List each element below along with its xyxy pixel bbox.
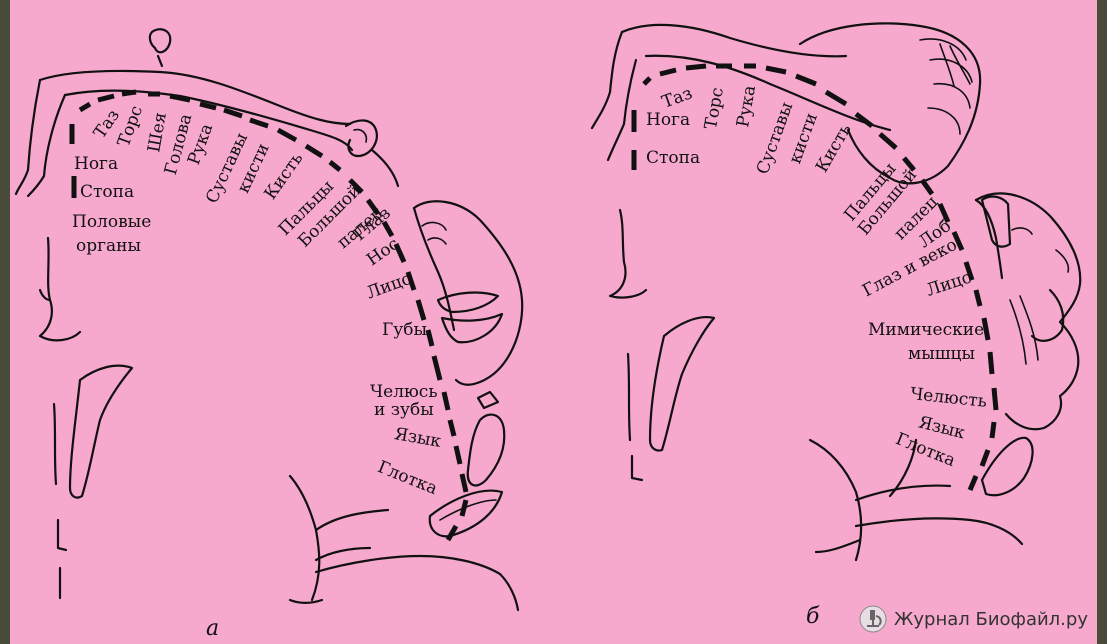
label-b-mimicheskie: Мимические bbox=[868, 322, 984, 339]
label-b-noga: Нога bbox=[646, 112, 690, 129]
watermark-text: Журнал Биофайл.ру bbox=[894, 609, 1088, 630]
label-b-stopa: Стопа bbox=[646, 150, 700, 167]
panel-letter-b: б bbox=[806, 604, 819, 629]
label-a-guby: Губы bbox=[382, 322, 427, 339]
label-a-chelyus: Челюсь bbox=[370, 384, 438, 401]
panel-letter-a: а bbox=[206, 616, 219, 641]
label-a-stopa: Стопа bbox=[80, 184, 134, 201]
watermark: Журнал Биофайл.ру bbox=[858, 604, 1088, 634]
microscope-icon bbox=[858, 604, 888, 634]
label-a-i-zuby: и зубы bbox=[374, 402, 434, 419]
label-a-noga: Нога bbox=[74, 156, 118, 173]
label-b-myshtsy: мышцы bbox=[908, 346, 975, 363]
label-a-polovye: Половые bbox=[72, 214, 151, 231]
diagram-panel: Таз Торс Шея Голова Рука Суставы кисти К… bbox=[10, 0, 1097, 644]
label-a-organy: органы bbox=[76, 238, 141, 255]
homunculus-a-figure bbox=[16, 29, 522, 610]
